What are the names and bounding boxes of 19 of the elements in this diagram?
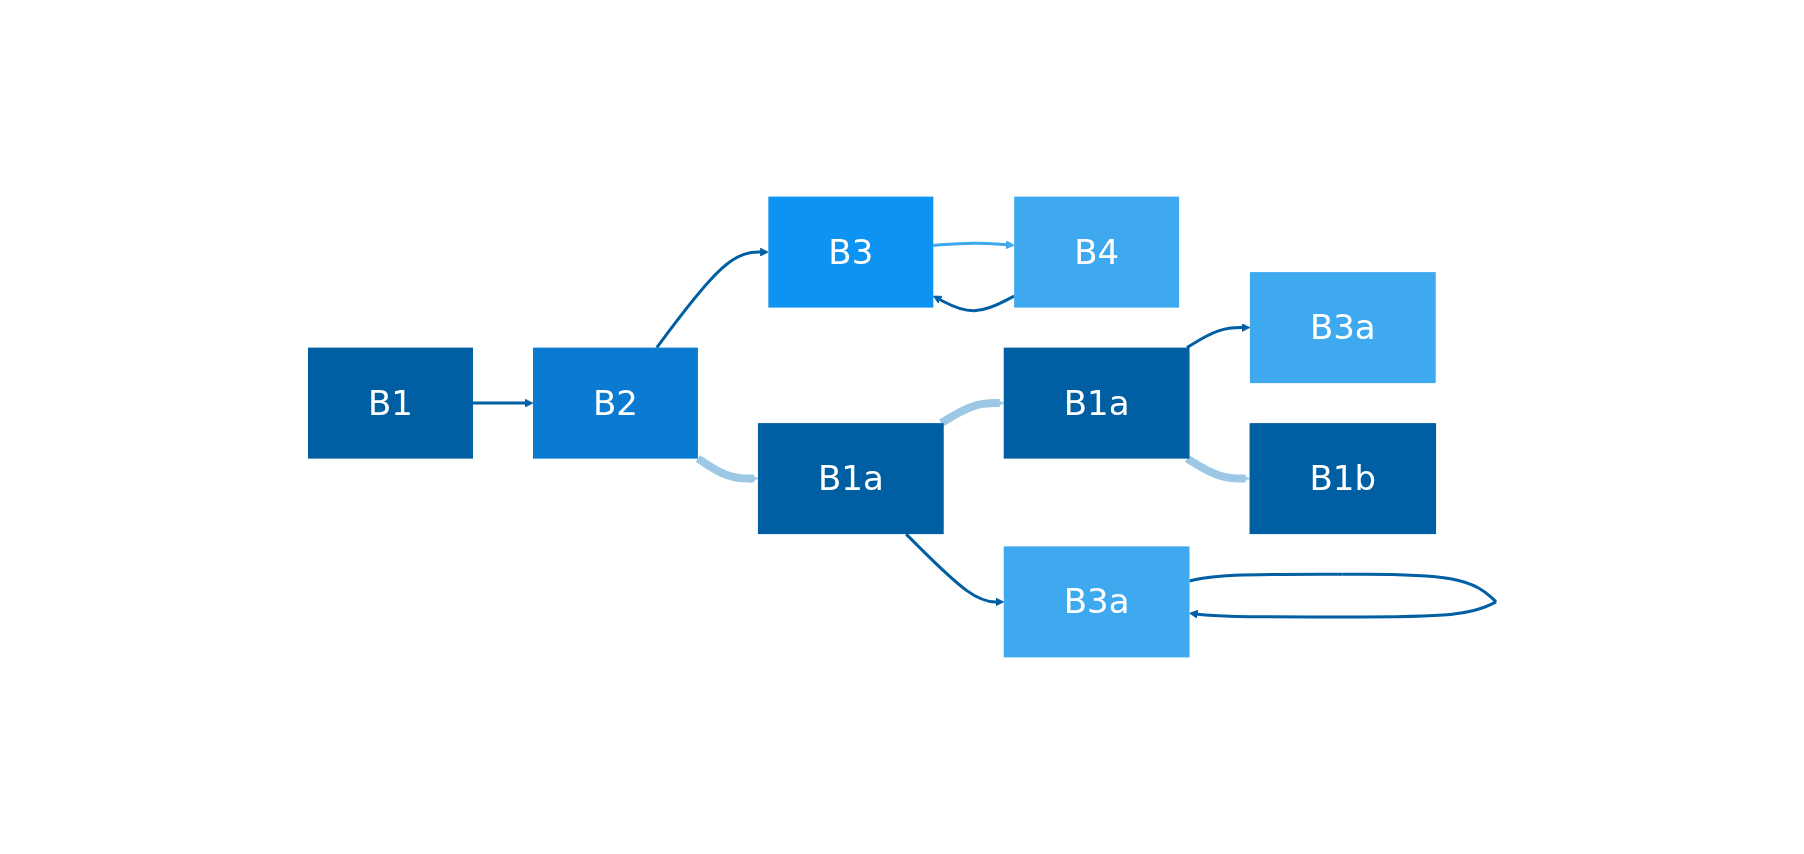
node-box: B1b — [1249, 423, 1436, 535]
arrow — [933, 240, 1015, 250]
arrow — [695, 455, 759, 483]
node-box: B1 — [307, 347, 473, 459]
node-box: B3 — [768, 196, 934, 308]
node-box: B2 — [532, 347, 698, 459]
node-box: B3a — [1003, 546, 1190, 658]
arrow — [1186, 323, 1251, 349]
arrow — [655, 247, 769, 349]
arrow — [938, 398, 1004, 427]
arrow — [905, 533, 1004, 607]
node-box: B1a — [757, 423, 944, 535]
arrow — [1189, 572, 1497, 619]
arrow — [932, 294, 1015, 313]
node-box: B3a — [1249, 272, 1436, 384]
node-box: B4 — [1014, 196, 1179, 308]
arrow — [472, 398, 534, 408]
node-box: B1a — [1003, 347, 1190, 459]
arrow — [1184, 455, 1250, 483]
